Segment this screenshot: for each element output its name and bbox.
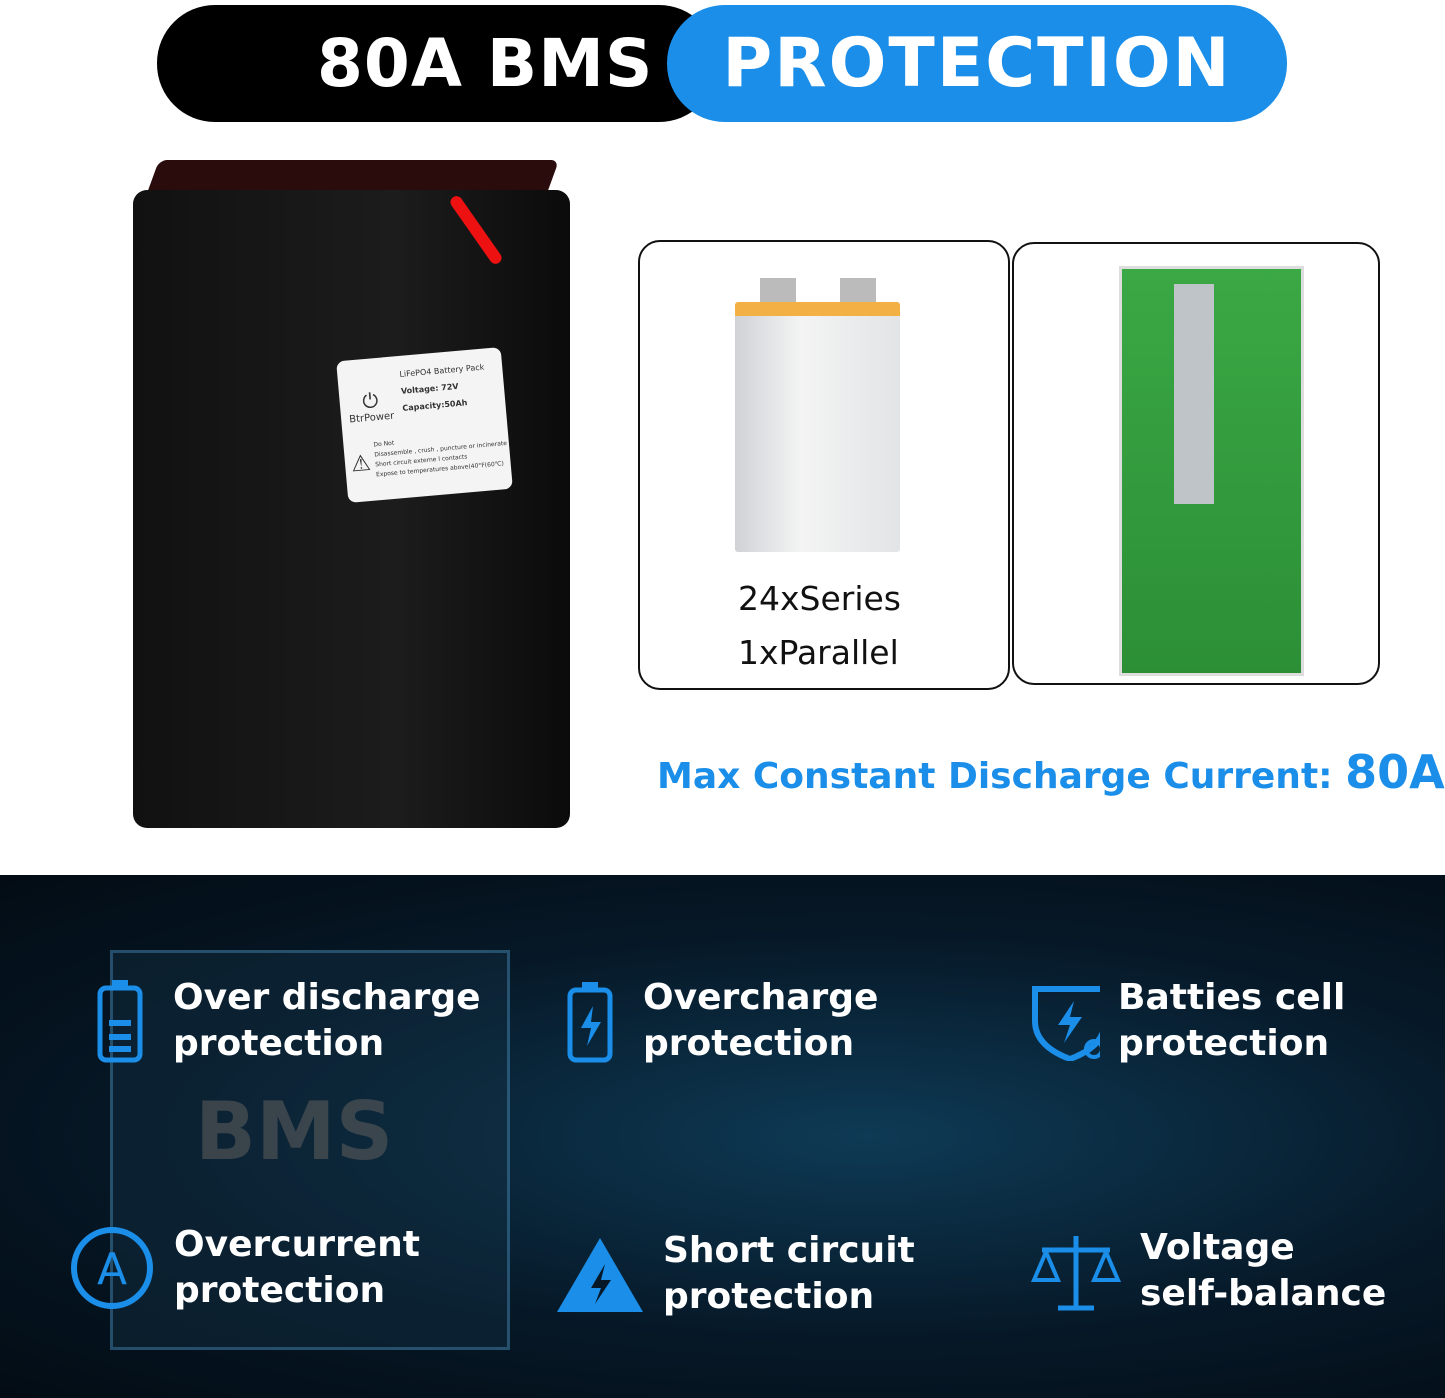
feature-title: Batties cell — [1118, 977, 1346, 1018]
chip-graphic — [110, 950, 510, 1350]
feature-subtitle: protection — [643, 1023, 855, 1064]
feature-over-discharge: Over discharge protection — [85, 975, 481, 1067]
warning-bolt-icon — [555, 1234, 645, 1314]
feature-subtitle: protection — [173, 1023, 385, 1064]
balance-scale-icon — [1030, 1231, 1122, 1311]
bms-watermark: BMS — [195, 1085, 394, 1178]
discharge-line: Max Constant Discharge Current: 80A — [657, 745, 1445, 799]
feature-self-balance: Voltage self-balance — [1030, 1225, 1386, 1317]
feature-title: Overcharge — [643, 977, 879, 1018]
banner-right: PROTECTION — [667, 5, 1287, 122]
feature-overcurrent: A Overcurrent protection — [68, 1222, 420, 1314]
feature-title: Short circuit — [663, 1230, 915, 1271]
feature-subtitle: protection — [663, 1276, 875, 1317]
feature-subtitle: protection — [1118, 1023, 1330, 1064]
feature-title: Voltage — [1140, 1227, 1295, 1268]
warning-icon: ⚠ — [350, 450, 372, 478]
cell-card: 24xSeries 1xParallel — [638, 240, 1010, 690]
bms-card — [1012, 242, 1380, 685]
series-text: 24xSeries — [738, 579, 902, 618]
cell-tab — [760, 278, 796, 304]
discharge-label: Max Constant Discharge Current: — [657, 756, 1333, 797]
parallel-text: 1xParallel — [738, 633, 899, 672]
shield-bolt-icon — [1030, 981, 1100, 1061]
banner-left-text: 80A BMS — [317, 25, 654, 102]
pouch-cell-image — [735, 302, 900, 552]
feature-subtitle: protection — [174, 1270, 386, 1311]
feature-overcharge: Overcharge protection — [555, 975, 878, 1067]
ampere-icon: A — [68, 1227, 156, 1309]
banner-right-text: PROTECTION — [722, 24, 1232, 103]
svg-text:A: A — [97, 1244, 127, 1295]
discharge-value: 80A — [1345, 745, 1445, 799]
battery-charge-icon — [555, 981, 625, 1063]
feature-title: Over discharge — [173, 977, 481, 1018]
battery-pack-image — [133, 190, 570, 828]
brand-logo: ⏻BtrPower — [348, 387, 395, 426]
feature-cell-protection: Batties cell protection — [1030, 975, 1345, 1067]
feature-subtitle: self-balance — [1140, 1273, 1387, 1314]
bms-board-image — [1119, 266, 1304, 676]
banner-left: 80A BMS — [157, 5, 717, 122]
feature-short-circuit: Short circuit protection — [555, 1228, 915, 1320]
battery-label: ⏻BtrPower LiFePO4 Battery Pack Voltage: … — [336, 347, 513, 503]
cell-tab — [840, 278, 876, 304]
features-panel — [0, 875, 1445, 1398]
feature-title: Overcurrent — [174, 1224, 420, 1265]
battery-low-icon — [85, 980, 155, 1063]
